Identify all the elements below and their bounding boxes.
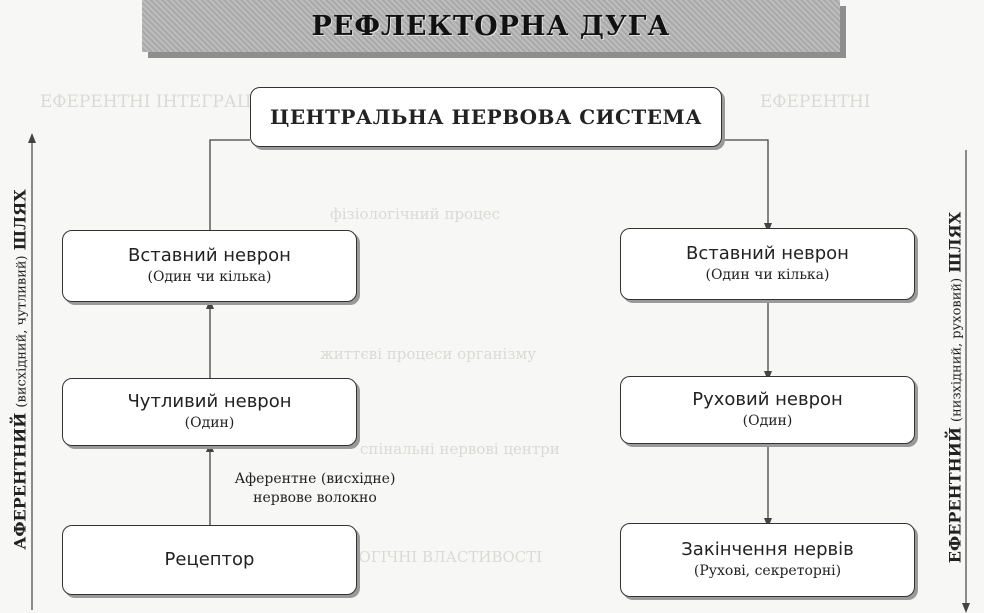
right-interneuron-box: Вставний неврон (Один чи кілька) — [620, 228, 915, 300]
sensory-neuron-box: Чутливий неврон (Один) — [62, 378, 357, 446]
left-interneuron-detail: (Один чи кілька) — [147, 269, 272, 285]
nerve-endings-detail: (Рухові, секреторні) — [693, 563, 842, 579]
motor-neuron-detail: (Один) — [742, 413, 793, 429]
afferent-fiber-line2: нервове волокно — [253, 490, 377, 506]
afferent-suffix: ШЛЯХ — [10, 189, 30, 251]
afferent-prefix: АФЕРЕНТНИЙ — [10, 412, 30, 550]
motor-neuron-box: Руховий неврон (Один) — [620, 376, 915, 444]
cns-label: ЦЕНТРАЛЬНА НЕРВОВА СИСТЕМА — [270, 105, 702, 129]
efferent-qualifier: (низхідний, руховий) — [949, 277, 965, 422]
arrow-cns-to-interneuron — [722, 139, 772, 233]
left-interneuron-box: Вставний неврон (Один чи кілька) — [62, 230, 357, 302]
nerve-endings-box: Закінчення нервів (Рухові, секреторні) — [620, 523, 915, 597]
diagram-title: РЕФЛЕКТОРНА ДУГА — [311, 10, 671, 42]
afferent-fiber-label: Аферентне (висхідне) нервове волокно — [220, 470, 410, 508]
efferent-prefix: ЕФЕРЕНТНИЙ — [945, 427, 965, 564]
afferent-fiber-line1: Аферентне (висхідне) — [234, 471, 396, 487]
efferent-suffix: ШЛЯХ — [945, 211, 965, 273]
nerve-endings-name: Закінчення нервів — [681, 539, 854, 560]
right-interneuron-detail: (Один чи кілька) — [705, 267, 830, 283]
sensory-neuron-detail: (Один) — [184, 415, 235, 431]
afferent-qualifier: (висхідний, чутливий) — [14, 255, 30, 408]
receptor-name: Рецептор — [164, 549, 255, 570]
right-interneuron-name: Вставний неврон — [686, 243, 849, 264]
cns-box: ЦЕНТРАЛЬНА НЕРВОВА СИСТЕМА — [250, 87, 722, 147]
receptor-box: Рецептор — [62, 525, 357, 595]
afferent-path-label: АФЕРЕНТНИЙ (висхідний, чутливий) ШЛЯХ — [11, 150, 30, 590]
sensory-neuron-name: Чутливий неврон — [127, 391, 292, 412]
line-interneuron-to-cns — [209, 139, 250, 230]
efferent-path-label: ЕФЕРЕНТНИЙ (низхідний, руховий) ШЛЯХ — [946, 168, 965, 608]
left-interneuron-name: Вставний неврон — [128, 245, 291, 266]
motor-neuron-name: Руховий неврон — [692, 389, 843, 410]
title-banner: РЕФЛЕКТОРНА ДУГА — [142, 0, 840, 52]
